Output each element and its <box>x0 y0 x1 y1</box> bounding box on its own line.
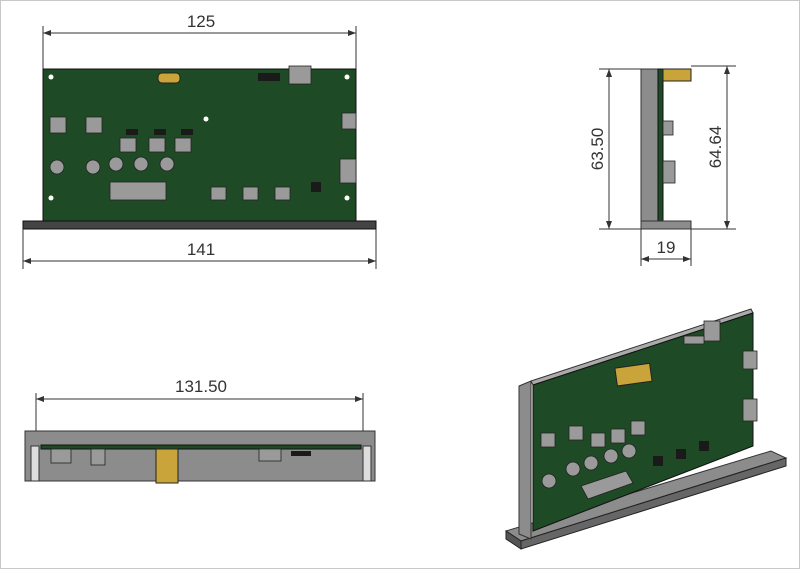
dimension-141: 141 <box>187 240 215 259</box>
side-view: 63.50 64.64 19 <box>588 65 736 266</box>
dimension-125: 125 <box>187 12 215 31</box>
dimension-19: 19 <box>657 238 676 257</box>
power-connector <box>157 72 181 84</box>
top-view: 131.50 <box>24 377 376 484</box>
usb-port <box>288 65 312 85</box>
front-view: 125 141 <box>22 12 377 269</box>
isometric-view <box>504 308 788 550</box>
base-plate <box>22 220 377 230</box>
dimension-64-64: 64.64 <box>706 126 725 169</box>
pcb-board <box>42 68 357 222</box>
header-connector <box>109 181 167 201</box>
dimension-131-50: 131.50 <box>175 377 227 396</box>
dimension-63-50: 63.50 <box>588 128 607 171</box>
